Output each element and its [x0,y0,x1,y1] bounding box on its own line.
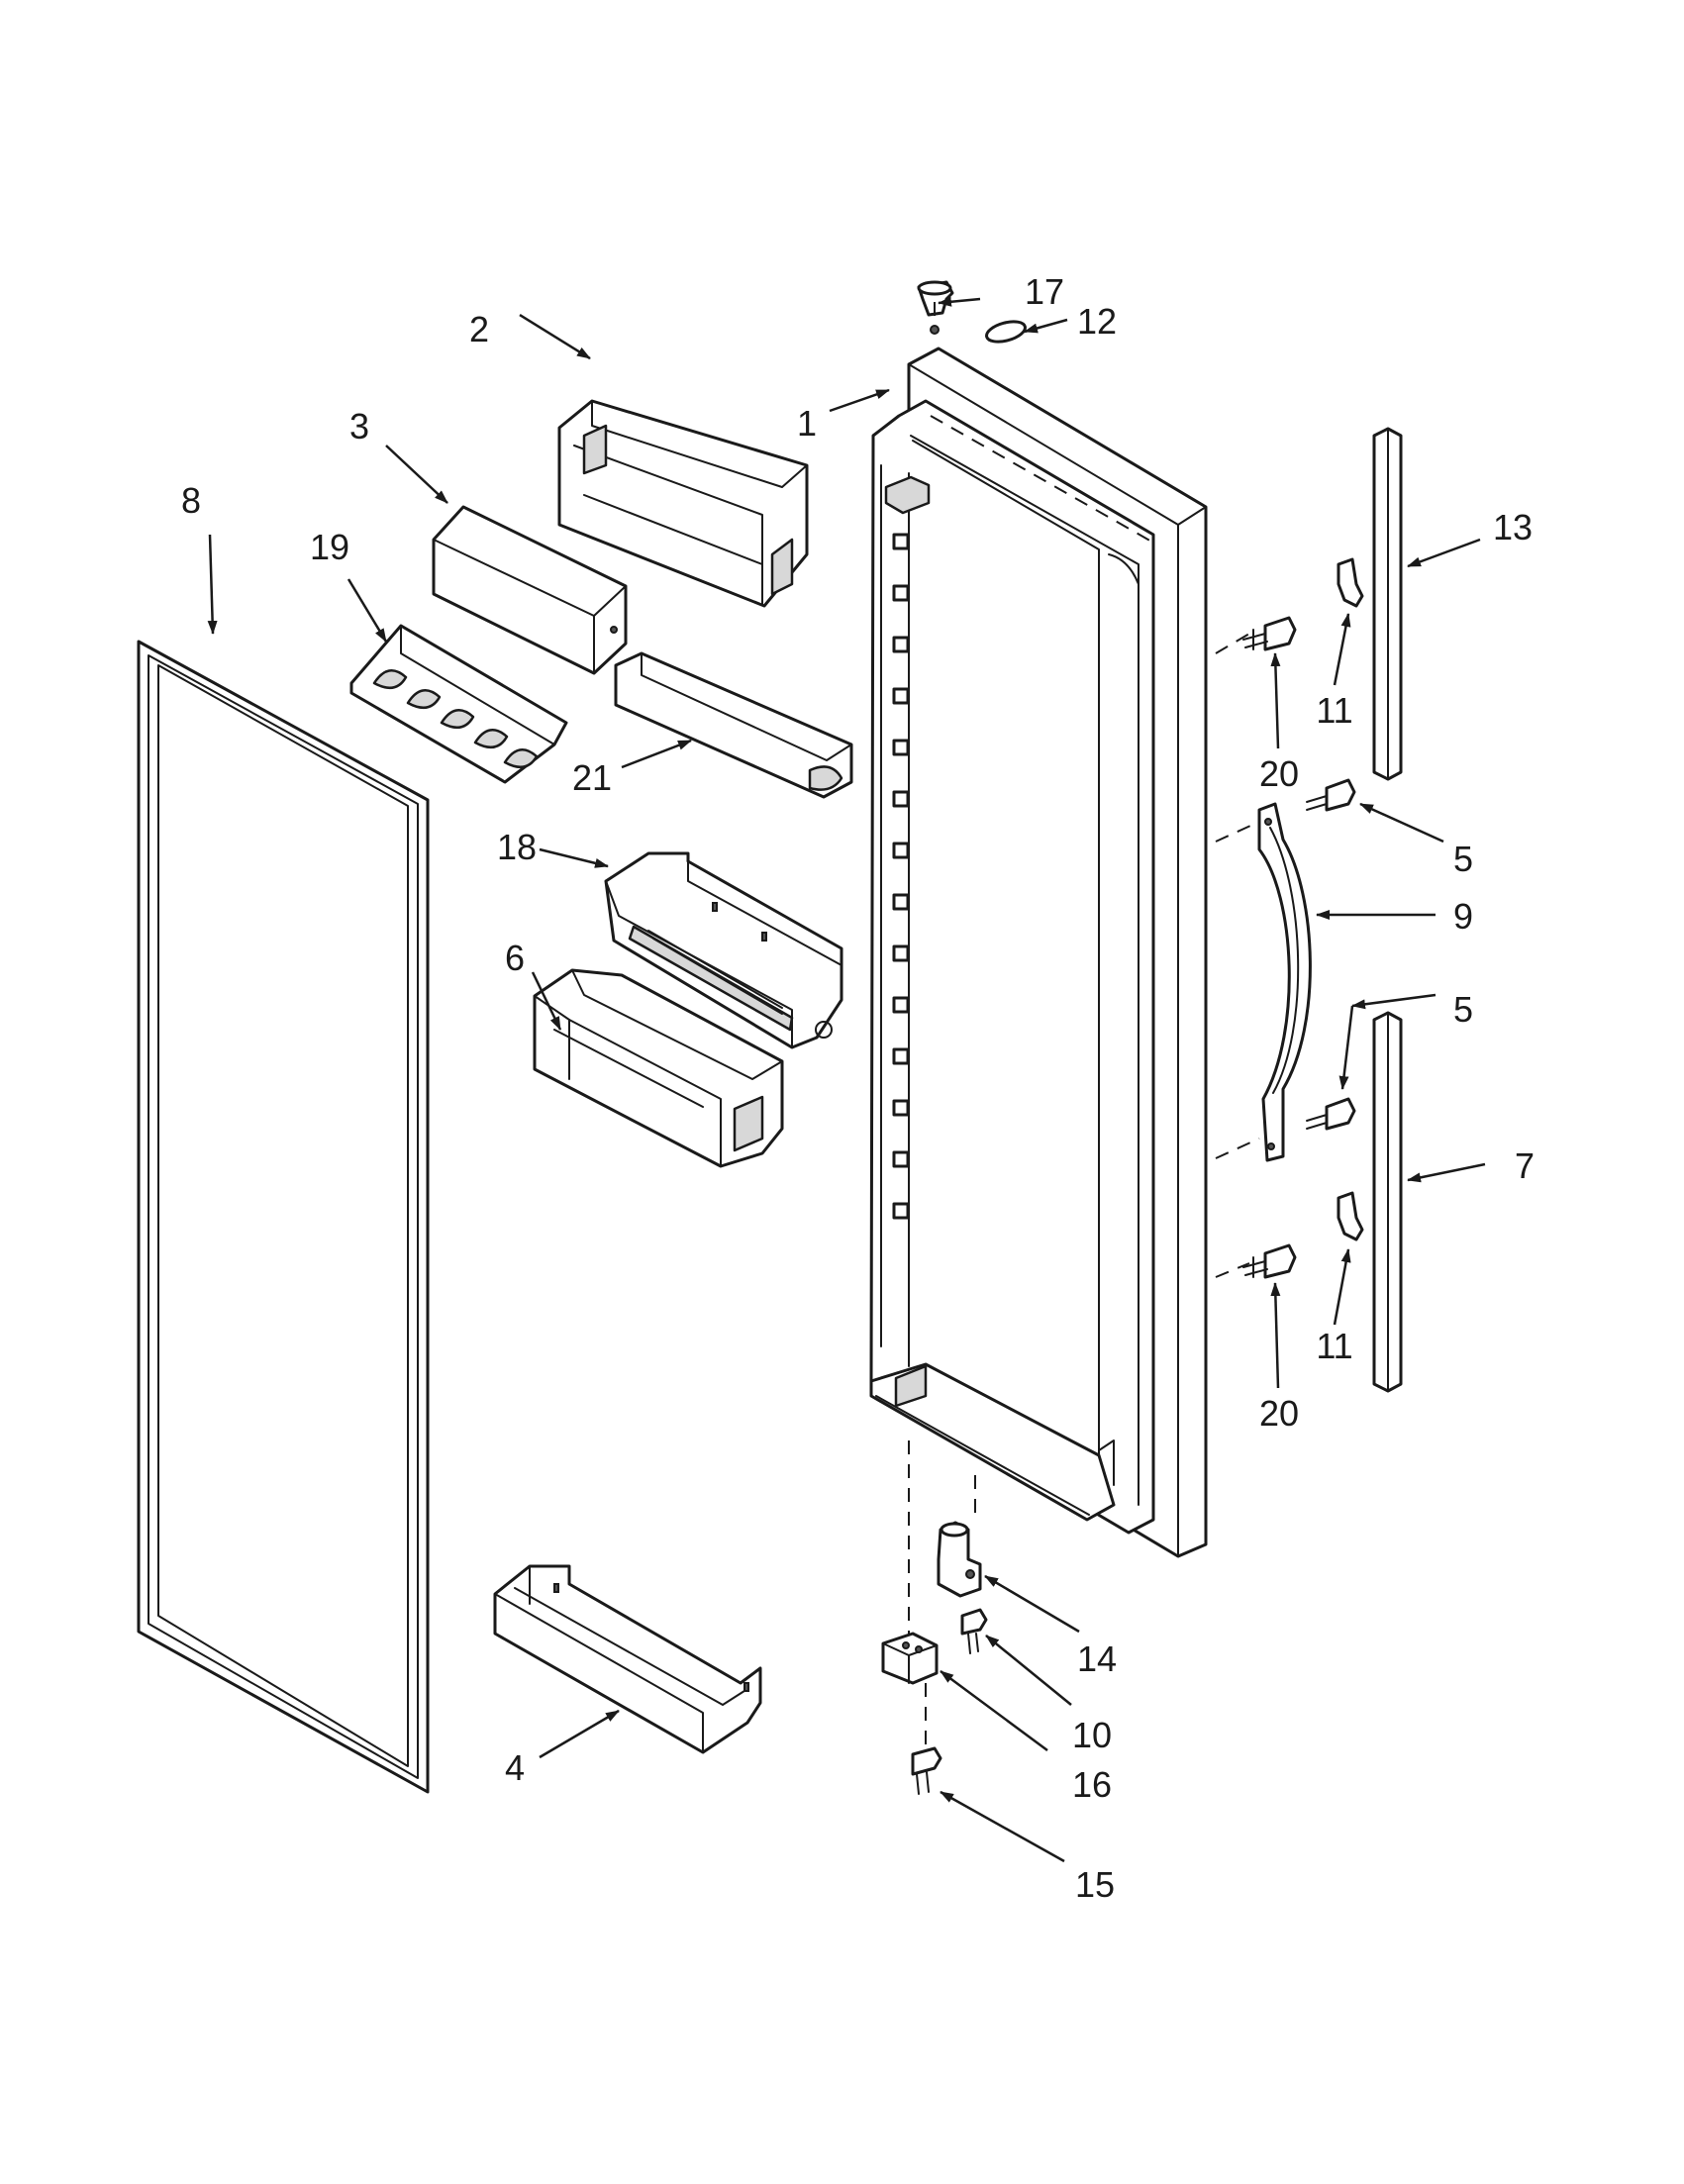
callout-label: 1 [797,403,817,444]
screw-part-15 [911,1746,942,1795]
callout-label: 3 [349,406,369,447]
egg-tray-part-19 [349,624,568,784]
clip-part-11-upper [1337,557,1364,608]
screw-part-5-upper [1306,778,1356,812]
callout-label: 19 [310,527,349,567]
callout-label: 6 [505,938,525,978]
callout-label: 20 [1259,753,1299,794]
door-bin-part-18 [604,851,843,1049]
callout-label: 7 [1515,1145,1535,1186]
callout-label: 17 [1025,271,1064,312]
door-rail-ledges [892,533,910,1220]
callout-label: 9 [1453,896,1473,937]
callout-label: 11 [1316,690,1352,731]
callout-label: 13 [1493,507,1533,547]
door-bin-part-4 [493,1564,762,1754]
callout-labels: 1 2 3 4 5 5 6 7 8 9 10 11 11 12 13 14 15… [181,271,1535,1905]
callout-label: 14 [1077,1638,1117,1679]
callout-label: 2 [469,309,489,349]
callout-label: 18 [497,827,537,867]
dairy-door-part-3 [432,505,628,675]
ring-part-12 [985,320,1027,344]
callout-label: 5 [1453,839,1473,879]
assembly-dashed-lines [908,302,1260,1747]
trim-strip-part-13 [1372,427,1403,781]
callout-label: 8 [181,480,201,521]
door-assembly-part-1 [869,325,1208,1558]
callout-label: 5 [1453,989,1473,1030]
callout-label: 21 [572,757,612,798]
callout-label: 11 [1316,1326,1352,1366]
screw-part-5-lower [1306,1097,1356,1131]
door-bin-part-6 [533,968,784,1168]
trim-strip-part-7 [1372,1011,1403,1393]
callout-label: 15 [1075,1864,1115,1905]
dairy-compartment-part-2 [557,399,809,608]
callout-label: 16 [1072,1764,1112,1805]
hinge-bracket-part-16 [881,1632,939,1685]
callout-label: 12 [1077,301,1117,342]
screw-part-20-lower [1242,1243,1297,1279]
callout-label: 4 [505,1747,525,1788]
leader-arrows [207,296,1486,1863]
clip-part-11-lower [1337,1191,1364,1241]
hinge-pin-part-14 [937,1521,982,1598]
door-gasket-part-8 [137,640,430,1794]
screw-part-10 [960,1608,988,1654]
door-handle-part-9 [1257,802,1312,1162]
shelf-trim-part-21 [614,651,853,799]
screw-part-20-upper [1242,616,1297,651]
callout-label: 20 [1259,1393,1299,1434]
callout-label: 10 [1072,1715,1112,1755]
